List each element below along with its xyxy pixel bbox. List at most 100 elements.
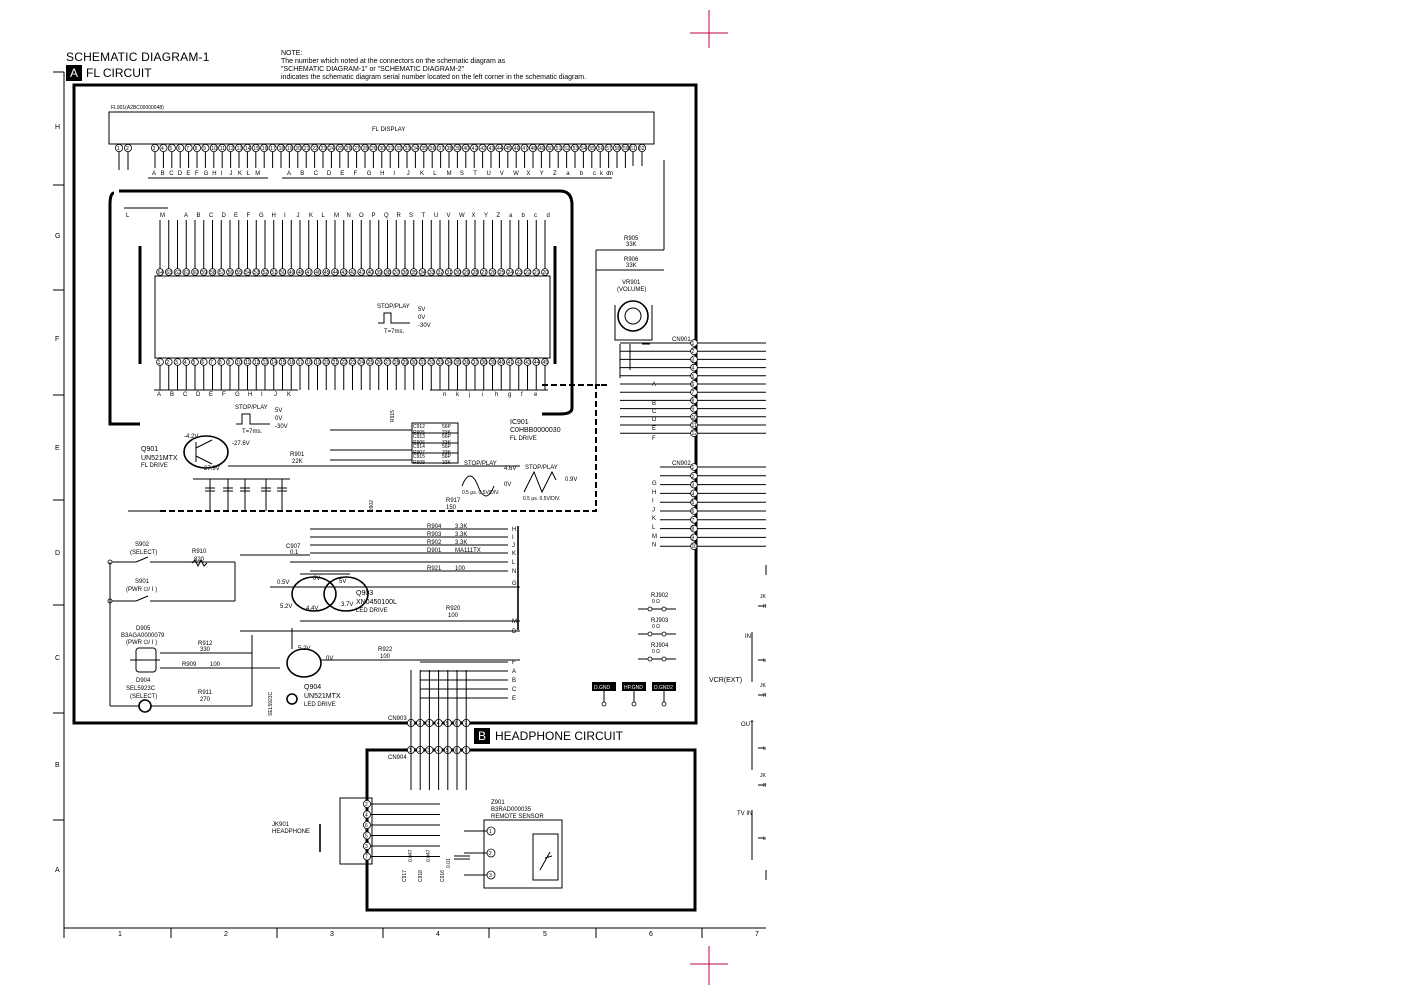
ic-pin: [532, 358, 541, 366]
ic-pin: [269, 358, 278, 366]
svg-text:40: 40: [463, 146, 469, 152]
svg-text:39: 39: [455, 146, 461, 152]
svg-text:47: 47: [306, 270, 312, 276]
svg-text:0.01: 0.01: [446, 858, 452, 868]
svg-text:C916: C916: [440, 870, 446, 882]
svg-text:R922: R922: [378, 647, 393, 653]
connector-pin: [690, 507, 698, 515]
connector-pin: [690, 429, 698, 438]
svg-text:63: 63: [166, 270, 172, 276]
svg-text:16: 16: [262, 146, 268, 152]
ic-pin: [514, 358, 523, 366]
svg-text:UN521MTX: UN521MTX: [141, 455, 178, 462]
svg-text:V: V: [500, 171, 504, 177]
svg-text:6: 6: [692, 382, 695, 388]
svg-text:19: 19: [287, 146, 293, 152]
display-pin: [226, 143, 235, 152]
ic-pin: [304, 358, 313, 366]
svg-text:44: 44: [534, 360, 540, 366]
svg-text:F: F: [222, 392, 226, 398]
ic-pin: [226, 358, 234, 366]
svg-text:27: 27: [481, 270, 487, 276]
svg-text:k: k: [600, 171, 604, 177]
svg-text:54: 54: [581, 146, 587, 152]
svg-text:61: 61: [630, 146, 636, 152]
svg-text:36: 36: [464, 360, 470, 366]
svg-text:46: 46: [315, 270, 321, 276]
svg-text:h: h: [495, 392, 498, 398]
svg-text:STOP/PLAY: STOP/PLAY: [235, 405, 268, 411]
svg-text:CN902: CN902: [672, 461, 691, 467]
svg-text:0V: 0V: [504, 482, 511, 488]
svg-text:48: 48: [531, 146, 537, 152]
display-pin: [604, 143, 613, 152]
svg-text:46: 46: [514, 146, 520, 152]
connector-pin: [690, 489, 698, 498]
svg-text:M: M: [447, 171, 452, 177]
svg-text:17: 17: [298, 360, 304, 366]
svg-text:34: 34: [420, 270, 426, 276]
svg-text:J: J: [274, 392, 277, 398]
svg-text:C: C: [512, 687, 517, 693]
svg-text:-27.9V: -27.9V: [202, 466, 220, 472]
svg-text:18: 18: [279, 146, 285, 152]
svg-text:61: 61: [184, 270, 190, 276]
svg-text:R910: R910: [192, 549, 207, 555]
svg-text:0.9V: 0.9V: [565, 477, 577, 483]
svg-text:D.GND2: D.GND2: [654, 685, 673, 691]
svg-text:VR901: VR901: [622, 280, 641, 286]
svg-text:42: 42: [350, 270, 356, 276]
svg-text:0V: 0V: [313, 576, 320, 582]
ic-pin: [243, 358, 252, 366]
svg-text:2: 2: [489, 851, 492, 857]
ic-pin: [173, 268, 182, 276]
svg-text:50: 50: [547, 146, 553, 152]
svg-text:C: C: [183, 392, 188, 398]
svg-text:35: 35: [421, 146, 427, 152]
svg-text:3.3K: 3.3K: [455, 532, 467, 538]
svg-text:R901: R901: [290, 452, 305, 458]
svg-text:I: I: [221, 171, 223, 177]
svg-text:JK: JK: [760, 683, 767, 689]
svg-text:b: b: [580, 171, 584, 177]
svg-text:JK901: JK901: [272, 822, 290, 828]
svg-text:9: 9: [692, 535, 695, 541]
ic-pin: [488, 358, 497, 366]
svg-text:0.5 μs. 0.5V/DIV.: 0.5 μs. 0.5V/DIV.: [462, 490, 499, 496]
svg-text:3: 3: [365, 844, 368, 850]
svg-text:c: c: [593, 171, 596, 177]
svg-text:b: b: [522, 213, 526, 219]
svg-text:3: 3: [692, 483, 695, 489]
hp-caps: C917 0.047 C918 0.047 C916 0.01: [402, 849, 470, 882]
display-pin: [124, 143, 133, 152]
svg-text:RJ903: RJ903: [651, 618, 669, 624]
ic-pin: [374, 268, 383, 276]
ic-pin: [471, 268, 479, 276]
connector-pin: [690, 515, 698, 524]
svg-text:1: 1: [489, 829, 492, 835]
svg-text:44: 44: [333, 270, 339, 276]
svg-text:J: J: [652, 507, 655, 513]
registration-mark-top: [690, 10, 728, 48]
svg-text:8: 8: [219, 360, 222, 366]
svg-text:R: R: [763, 693, 767, 699]
svg-text:34: 34: [413, 146, 419, 152]
svg-text:14: 14: [245, 146, 251, 152]
svg-text:24: 24: [359, 360, 365, 366]
svg-text:3.3K: 3.3K: [455, 540, 467, 546]
headphone-circuit-outline: [365, 748, 697, 912]
svg-text:B: B: [161, 171, 165, 177]
svg-text:21: 21: [534, 270, 540, 276]
column-label: 4: [436, 931, 440, 938]
svg-text:22K: 22K: [292, 459, 303, 465]
display-pin: [571, 143, 580, 152]
display-pin: [251, 143, 260, 152]
svg-text:C918: C918: [418, 870, 424, 882]
svg-text:G: G: [652, 481, 657, 487]
svg-text:D: D: [178, 171, 183, 177]
svg-text:R921: R921: [427, 566, 442, 572]
svg-text:10: 10: [236, 360, 242, 366]
svg-text:23: 23: [321, 146, 327, 152]
ic-pin: [541, 358, 549, 366]
